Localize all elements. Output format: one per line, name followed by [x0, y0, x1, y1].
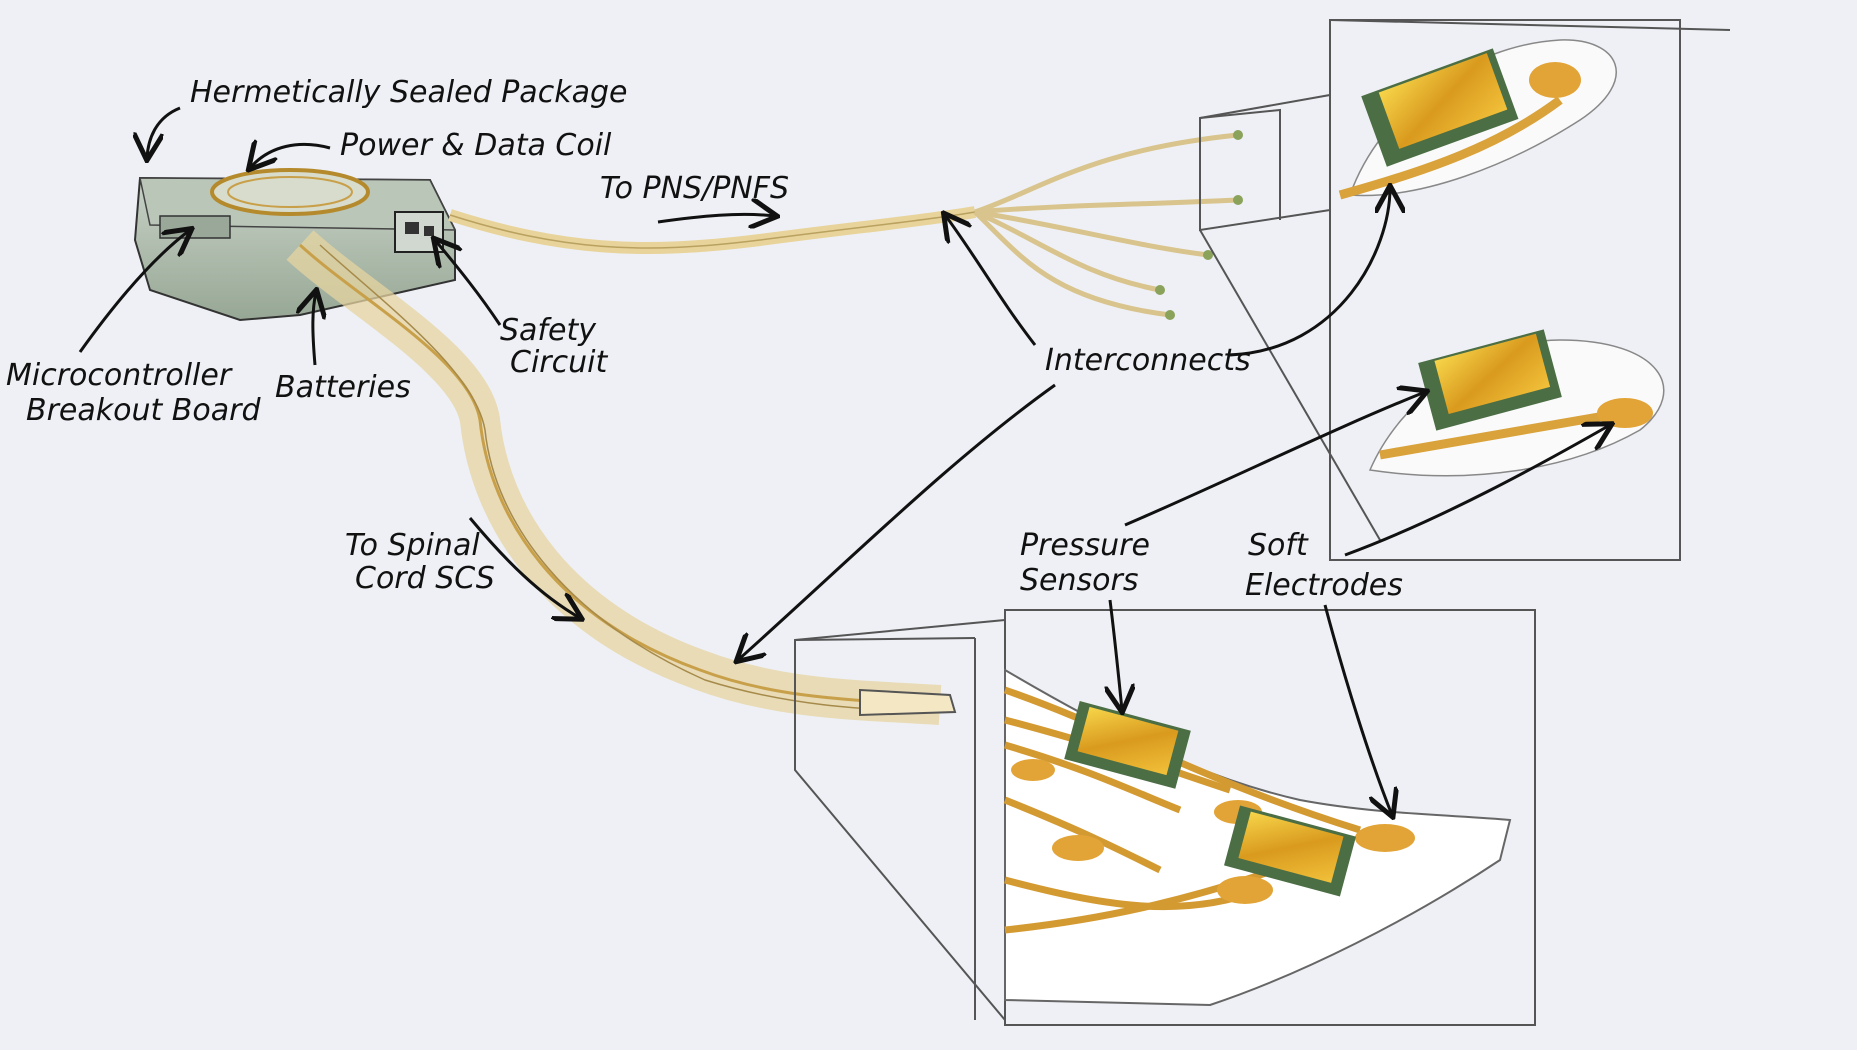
ribbon-to-spinal-cord: [286, 230, 942, 725]
microcontroller-breakout-board: [159, 215, 231, 239]
label-power-data-coil: Power & Data Coil: [340, 128, 612, 163]
spinal-lead-tip: [859, 688, 957, 717]
arrow-to-pns: [657, 214, 775, 222]
label-interconnects: Interconnects: [1045, 343, 1251, 378]
label-soft-line2: Electrodes: [1245, 568, 1403, 603]
arrow-soft-to-pns-electrode: [1344, 425, 1610, 557]
label-pressure-line1: Pressure: [1020, 528, 1150, 563]
arrow-interconnects-to-fan: [945, 215, 1037, 346]
pns-electrode-lower: [1368, 329, 1665, 477]
label-microcontroller-line1: Microcontroller: [6, 358, 233, 393]
pns-electrode-upper: [1338, 39, 1617, 200]
label-spinal-line2: Cord SCS: [355, 561, 495, 596]
arrow-microcontroller: [78, 230, 190, 353]
label-to-pns: To PNS/PNFS: [600, 171, 789, 206]
arrow-safety-circuit: [435, 240, 502, 326]
arrow-spinal: [468, 517, 580, 618]
label-safety-line2: Circuit: [510, 345, 608, 380]
pns-lead-tips: [1155, 130, 1243, 320]
arrow-pressure-to-pns-sensor: [1124, 392, 1425, 527]
label-safety-line1: Safety: [500, 313, 597, 348]
arrow-interconnects-to-pns-electrode: [1229, 188, 1390, 357]
label-soft-line1: Soft: [1248, 528, 1309, 563]
pns-cable: [448, 206, 977, 254]
label-microcontroller-line2: Breakout Board: [26, 393, 261, 428]
pns-detail-box: [1199, 19, 1731, 561]
scs-electrode-paddle: [1003, 668, 1512, 1007]
arrow-pressure-to-scs-sensor: [1110, 599, 1122, 710]
arrow-interconnects-to-scs: [738, 383, 1056, 660]
arrow-batteries: [313, 292, 316, 366]
scs-detail-box: [794, 609, 1536, 1026]
arrow-soft-to-scs-electrode: [1323, 604, 1392, 815]
label-pressure-line2: Sensors: [1020, 563, 1138, 598]
pns-fan-out-leads: [973, 132, 1239, 318]
label-batteries: Batteries: [275, 370, 411, 405]
arrow-hermetic-package: [147, 106, 181, 158]
label-hermetic-package: Hermetically Sealed Package: [190, 75, 627, 110]
label-spinal-line1: To Spinal: [345, 528, 480, 563]
arrow-power-data-coil: [250, 144, 331, 168]
